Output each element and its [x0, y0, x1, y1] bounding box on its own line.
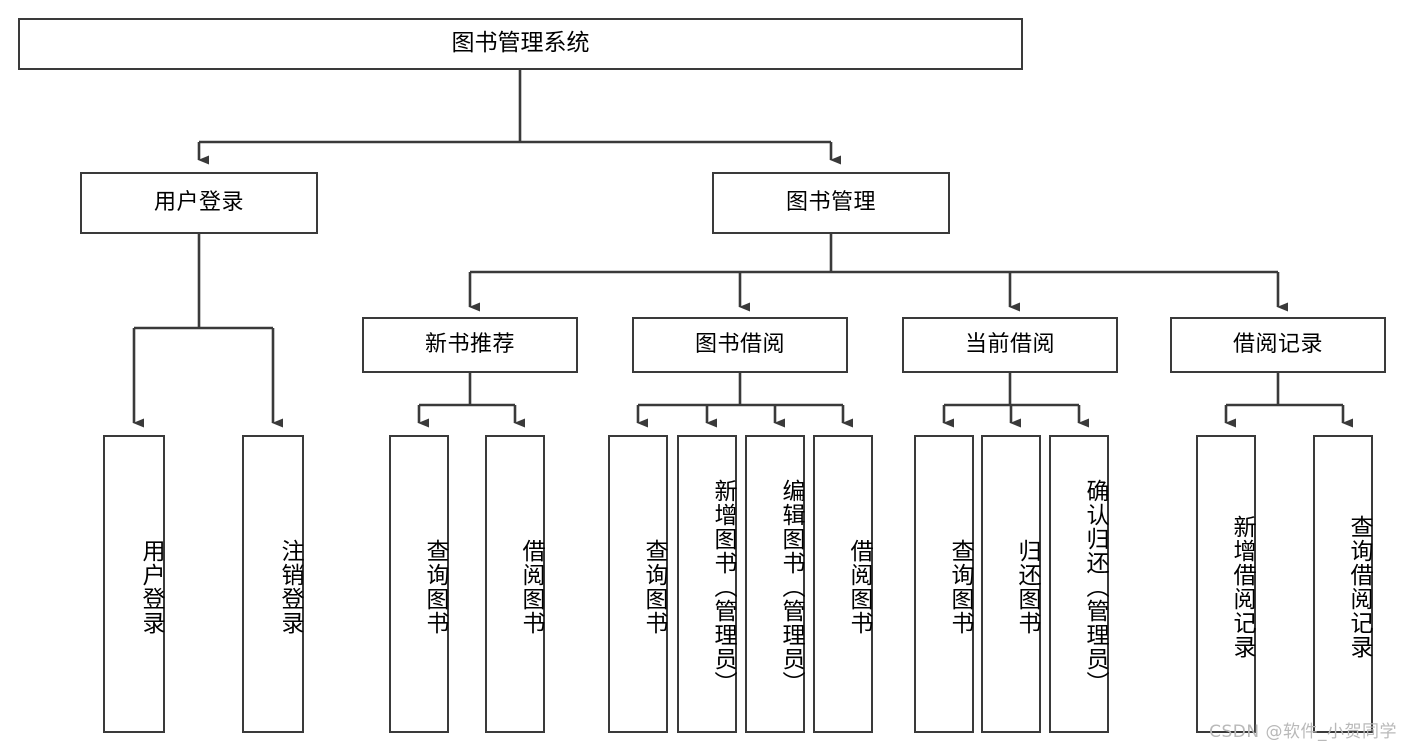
node-label: 图书借阅 — [694, 331, 785, 357]
node-level3-图书借阅[interactable]: 图书借阅 — [632, 317, 848, 373]
node-label: 新增图书（管理员） — [710, 479, 736, 695]
node-label: 图书管理系统 — [451, 30, 590, 57]
watermark: CSDN @软件_小贺同学 — [1209, 722, 1397, 742]
node-level3-当前借阅[interactable]: 当前借阅 — [902, 317, 1118, 373]
node-label: 当前借阅 — [964, 331, 1055, 357]
node-leaf-查询图书[interactable]: 查询图书 — [608, 435, 668, 733]
node-leaf-编辑图书管理员[interactable]: 编辑图书（管理员） — [745, 435, 805, 733]
node-label: 借阅记录 — [1232, 331, 1323, 357]
node-label: 归还图书 — [1014, 539, 1040, 635]
node-label: 查询图书 — [641, 539, 667, 635]
node-leaf-借阅图书[interactable]: 借阅图书 — [485, 435, 545, 733]
node-leaf-新增图书管理员[interactable]: 新增图书（管理员） — [677, 435, 737, 733]
node-label: 借阅图书 — [518, 539, 544, 635]
node-level3-借阅记录[interactable]: 借阅记录 — [1170, 317, 1386, 373]
node-leaf-查询图书[interactable]: 查询图书 — [389, 435, 449, 733]
node-label: 用户登录 — [138, 539, 164, 635]
node-leaf-新增借阅记录[interactable]: 新增借阅记录 — [1196, 435, 1256, 733]
node-leaf-用户登录[interactable]: 用户登录 — [103, 435, 165, 733]
node-label: 编辑图书（管理员） — [778, 479, 804, 695]
node-level3-新书推荐[interactable]: 新书推荐 — [362, 317, 578, 373]
node-leaf-借阅图书[interactable]: 借阅图书 — [813, 435, 873, 733]
node-label: 查询图书 — [947, 539, 973, 635]
node-level2-图书管理[interactable]: 图书管理 — [712, 172, 950, 234]
node-label: 用户登录 — [153, 189, 244, 215]
node-level2-用户登录[interactable]: 用户登录 — [80, 172, 318, 234]
node-label: 新书推荐 — [424, 331, 515, 357]
node-leaf-查询图书[interactable]: 查询图书 — [914, 435, 974, 733]
node-label: 新增借阅记录 — [1229, 515, 1255, 659]
node-label: 图书管理 — [785, 189, 876, 215]
node-label: 查询图书 — [422, 539, 448, 635]
node-label: 借阅图书 — [846, 539, 872, 635]
node-root[interactable]: 图书管理系统 — [18, 18, 1023, 70]
node-label: 注销登录 — [277, 539, 303, 635]
node-leaf-确认归还管理员[interactable]: 确认归还（管理员） — [1049, 435, 1109, 733]
node-leaf-查询借阅记录[interactable]: 查询借阅记录 — [1313, 435, 1373, 733]
node-leaf-归还图书[interactable]: 归还图书 — [981, 435, 1041, 733]
node-label: 查询借阅记录 — [1346, 515, 1372, 659]
node-leaf-注销登录[interactable]: 注销登录 — [242, 435, 304, 733]
node-label: 确认归还（管理员） — [1082, 479, 1108, 695]
